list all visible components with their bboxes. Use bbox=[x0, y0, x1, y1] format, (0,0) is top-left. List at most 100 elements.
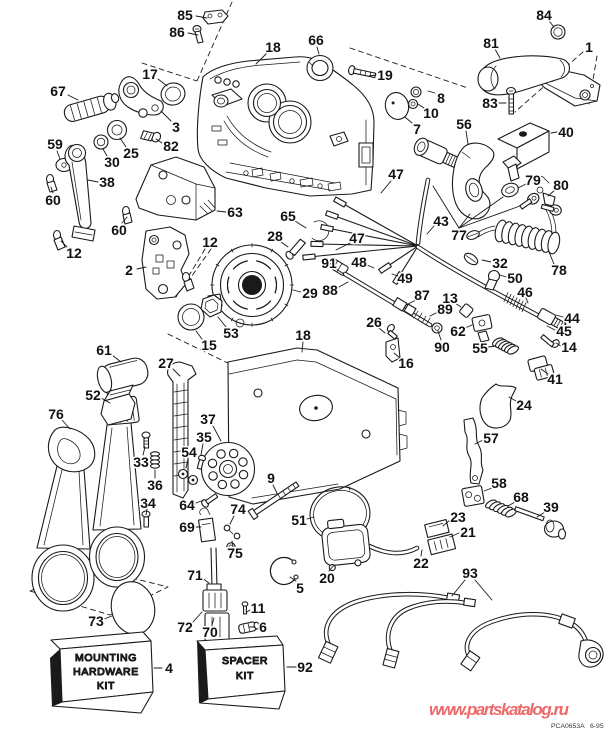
cable-88 bbox=[328, 258, 443, 334]
callout-60: 60 bbox=[111, 222, 127, 238]
housing-18 bbox=[196, 54, 375, 197]
leader-line-14 bbox=[555, 342, 562, 347]
leader-line-62 bbox=[464, 324, 473, 329]
callout-55: 55 bbox=[472, 340, 488, 356]
leader-line-57 bbox=[474, 439, 484, 445]
callout-60: 60 bbox=[45, 192, 61, 208]
callout-88: 88 bbox=[322, 282, 338, 298]
leader-line-87 bbox=[405, 299, 417, 306]
bracket-63 bbox=[135, 156, 216, 221]
callout-28: 28 bbox=[267, 228, 283, 244]
leader-line-53 bbox=[217, 316, 227, 328]
leader-line-19 bbox=[368, 74, 377, 77]
callout-52: 52 bbox=[85, 387, 101, 403]
callout-71: 71 bbox=[187, 567, 203, 583]
callout-36: 36 bbox=[147, 477, 163, 493]
callout-20: 20 bbox=[319, 570, 335, 586]
callout-4: 4 bbox=[165, 660, 173, 676]
leader-line-52 bbox=[100, 397, 111, 404]
callout-49: 49 bbox=[397, 270, 413, 286]
leader-line-74 bbox=[229, 515, 235, 525]
leader-line-86 bbox=[187, 32, 199, 36]
part-code: PCA0653A bbox=[551, 723, 585, 730]
cover-plate-18 bbox=[227, 347, 408, 505]
callout-48: 48 bbox=[351, 254, 367, 270]
leader-line-65 bbox=[294, 220, 307, 229]
callout-30: 30 bbox=[104, 154, 120, 170]
callout-83: 83 bbox=[482, 95, 498, 111]
callout-80: 80 bbox=[553, 177, 569, 193]
leader-line-60 bbox=[50, 186, 54, 194]
leader-line-17 bbox=[157, 78, 168, 87]
leader-line-16 bbox=[393, 352, 401, 359]
callout-22: 22 bbox=[413, 555, 429, 571]
callout-87: 87 bbox=[414, 287, 430, 303]
leader-line-75 bbox=[231, 540, 234, 547]
callout-67: 67 bbox=[50, 83, 66, 99]
leader-line-18 bbox=[301, 341, 304, 353]
callout-23: 23 bbox=[450, 509, 466, 525]
leader-line-91 bbox=[335, 268, 345, 275]
leader-line-28 bbox=[280, 241, 289, 248]
callout-35: 35 bbox=[196, 429, 212, 445]
callout-6: 6 bbox=[259, 619, 267, 635]
callout-90: 90 bbox=[434, 339, 450, 355]
leader-line-47 bbox=[380, 180, 392, 194]
leader-line-12 bbox=[60, 240, 68, 248]
lockout-57-assy bbox=[461, 417, 567, 540]
callout-12: 12 bbox=[66, 245, 82, 261]
hub-29 bbox=[207, 220, 330, 328]
clip-85 bbox=[192, 9, 229, 44]
callout-62: 62 bbox=[450, 323, 466, 339]
callout-21: 21 bbox=[460, 524, 476, 540]
callout-66: 66 bbox=[308, 32, 324, 48]
callout-40: 40 bbox=[558, 124, 574, 140]
callout-69: 69 bbox=[179, 519, 195, 535]
callout-61: 61 bbox=[96, 342, 112, 358]
leader-line-38 bbox=[87, 179, 99, 183]
leader-line-84 bbox=[548, 20, 555, 28]
callout-32: 32 bbox=[492, 255, 508, 271]
callout-12: 12 bbox=[202, 234, 218, 250]
leader-line-70 bbox=[211, 617, 215, 626]
callout-38: 38 bbox=[99, 174, 115, 190]
callout-57: 57 bbox=[483, 430, 499, 446]
callout-73: 73 bbox=[88, 613, 104, 629]
callout-16: 16 bbox=[398, 355, 414, 371]
leader-line-68 bbox=[507, 501, 516, 507]
leader-line-41 bbox=[540, 368, 549, 375]
leader-line-82 bbox=[155, 138, 163, 144]
leader-line-34 bbox=[145, 508, 148, 516]
watermark: www.partskatalog.ru bbox=[429, 700, 570, 719]
callout-46: 46 bbox=[517, 284, 533, 300]
callout-75: 75 bbox=[227, 545, 243, 561]
callout-74: 74 bbox=[230, 501, 246, 517]
callout-15: 15 bbox=[201, 337, 217, 353]
callout-5: 5 bbox=[296, 580, 304, 596]
callout-2: 2 bbox=[125, 262, 133, 278]
leader-line-25 bbox=[119, 137, 127, 148]
callout-10: 10 bbox=[423, 105, 439, 121]
callout-7: 7 bbox=[413, 121, 421, 137]
leader-line-61 bbox=[111, 354, 122, 363]
leader-line-8 bbox=[427, 90, 436, 94]
callout-17: 17 bbox=[142, 66, 158, 82]
bolt-9 bbox=[247, 481, 300, 521]
callout-11: 11 bbox=[251, 600, 266, 616]
leader-line-47 bbox=[335, 242, 351, 251]
callout-9: 9 bbox=[267, 470, 275, 486]
callout-33: 33 bbox=[133, 454, 149, 470]
connector-chain bbox=[197, 507, 260, 642]
callout-51: 51 bbox=[291, 512, 307, 528]
leader-line-23 bbox=[442, 519, 451, 527]
callout-47: 47 bbox=[388, 166, 404, 182]
leader-line-11 bbox=[246, 609, 251, 613]
leader-line-5 bbox=[289, 576, 297, 582]
callout-14: 14 bbox=[561, 339, 577, 355]
leader-line-67 bbox=[67, 94, 79, 101]
callout-1: 1 bbox=[585, 39, 593, 55]
